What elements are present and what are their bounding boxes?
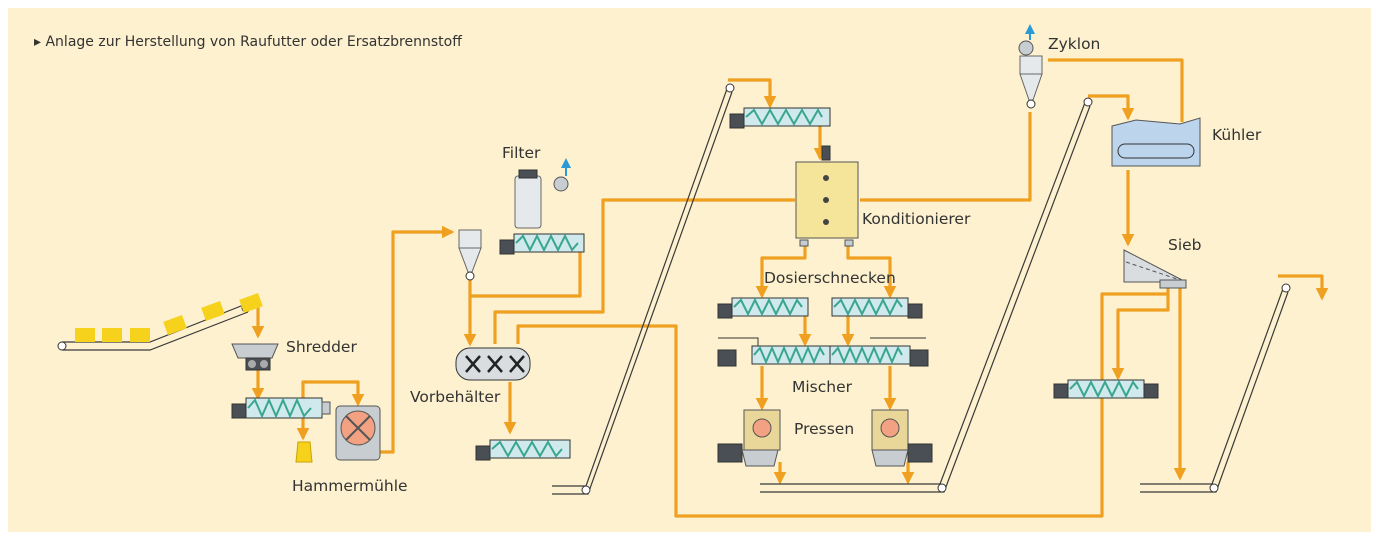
label-zyklon: Zyklon <box>1048 35 1100 53</box>
presse-right <box>871 409 933 467</box>
label-mischer: Mischer <box>792 378 853 396</box>
sample-bottle <box>295 441 313 463</box>
label-vorbehaelter: Vorbehälter <box>410 388 501 406</box>
pipe-bottom-loop <box>650 292 1168 518</box>
presse-left <box>717 409 781 467</box>
pipe-elevator-to-kuehler <box>1088 94 1135 121</box>
pipe-kuehler-to-zyklon <box>1048 58 1184 122</box>
dosierschnecke-left <box>717 297 809 319</box>
label-dosierschnecken: Dosierschnecken <box>764 269 896 287</box>
pipe-filter-loop <box>470 246 582 298</box>
material-block <box>163 315 187 335</box>
material-block <box>75 328 95 342</box>
pipe-cond-to-dosier-right <box>846 246 897 299</box>
pipe-sieb-to-return-screw <box>1111 286 1170 381</box>
hammermuehle <box>335 405 381 461</box>
cyclone-filter <box>458 229 482 281</box>
screw-conveyor-shredder <box>231 397 331 419</box>
sieb <box>1123 249 1187 289</box>
label-shredder: Shredder <box>286 338 357 356</box>
screw-conveyor-conditioner-feed <box>729 107 831 129</box>
screw-conveyor-filter <box>499 233 585 255</box>
pipe-cond-to-dosier-left <box>755 246 807 299</box>
label-kuehler: Kühler <box>1212 126 1262 144</box>
label-konditionierer: Konditionierer <box>862 210 971 228</box>
pipe-second-return <box>516 324 650 344</box>
zyklon <box>1018 24 1043 109</box>
bucket-elevator-middle <box>760 97 1093 493</box>
screw-conveyor-vorbehaelter <box>475 439 571 461</box>
pipe-conditioner-to-zyklon <box>860 112 1032 202</box>
mischer-left <box>717 337 833 367</box>
kuehler <box>1111 117 1201 167</box>
shredder <box>231 343 279 371</box>
mischer-right <box>829 337 929 367</box>
pipe-elevator-to-screw <box>728 78 777 109</box>
konditionierer <box>795 145 859 247</box>
material-block <box>102 328 122 342</box>
bucket-elevator-right <box>1140 283 1291 493</box>
pipe-return-to-vorbehaelter <box>493 198 795 344</box>
feed-belt <box>57 293 263 351</box>
label-filter: Filter <box>502 144 541 162</box>
pipe-network <box>251 58 1329 518</box>
label-hammermuehle: Hammermühle <box>292 477 408 495</box>
material-block <box>130 328 150 342</box>
vorbehaelter <box>455 347 531 381</box>
label-sieb: Sieb <box>1168 236 1202 254</box>
dosierschnecke-right <box>831 297 923 319</box>
screw-conveyor-return <box>1053 379 1159 399</box>
material-block <box>201 301 225 321</box>
pipe-hammermill-to-cyclone <box>380 225 455 454</box>
filter <box>514 158 571 229</box>
label-pressen: Pressen <box>794 420 854 438</box>
pipe-final-output <box>1278 274 1329 301</box>
material-block <box>239 293 263 313</box>
pipe-screw-to-hammermill <box>301 380 365 407</box>
diagram-title: ▸ Anlage zur Herstellung von Raufutter o… <box>34 34 462 50</box>
bucket-elevator-left <box>552 83 735 495</box>
